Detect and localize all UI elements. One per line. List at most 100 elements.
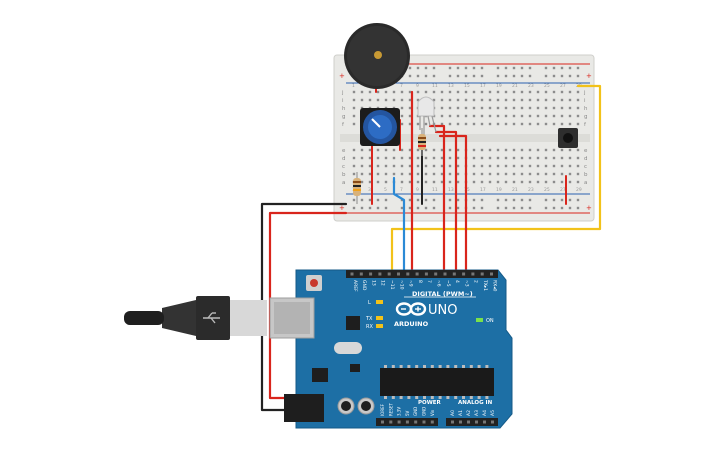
header-pin[interactable] bbox=[397, 272, 400, 276]
rail-hole[interactable] bbox=[504, 74, 508, 78]
rail-hole[interactable] bbox=[400, 206, 404, 210]
breadboard-hole[interactable] bbox=[496, 180, 500, 184]
breadboard-hole[interactable] bbox=[424, 172, 428, 176]
breadboard-hole[interactable] bbox=[432, 172, 436, 176]
rail-hole[interactable] bbox=[544, 66, 548, 70]
rail-hole[interactable] bbox=[448, 74, 452, 78]
breadboard-hole[interactable] bbox=[408, 156, 412, 160]
breadboard-hole[interactable] bbox=[520, 148, 524, 152]
breadboard-hole[interactable] bbox=[528, 106, 532, 110]
breadboard-hole[interactable] bbox=[448, 106, 452, 110]
rail-hole[interactable] bbox=[552, 66, 556, 70]
breadboard-hole[interactable] bbox=[528, 172, 532, 176]
breadboard-hole[interactable] bbox=[384, 98, 388, 102]
rail-hole[interactable] bbox=[360, 206, 364, 210]
rail-hole[interactable] bbox=[512, 66, 516, 70]
rail-hole[interactable] bbox=[496, 66, 500, 70]
breadboard-hole[interactable] bbox=[448, 148, 452, 152]
rail-hole[interactable] bbox=[408, 74, 412, 78]
wire-red-led-g[interactable] bbox=[434, 130, 458, 274]
breadboard-hole[interactable] bbox=[576, 172, 580, 176]
breadboard-hole[interactable] bbox=[496, 98, 500, 102]
analog-pin[interactable] bbox=[459, 420, 462, 424]
breadboard-hole[interactable] bbox=[456, 98, 460, 102]
breadboard-hole[interactable] bbox=[488, 172, 492, 176]
rail-hole[interactable] bbox=[496, 74, 500, 78]
breadboard-hole[interactable] bbox=[384, 172, 388, 176]
breadboard-hole[interactable] bbox=[416, 180, 420, 184]
breadboard-hole[interactable] bbox=[424, 122, 428, 126]
breadboard-hole[interactable] bbox=[440, 98, 444, 102]
breadboard-hole[interactable] bbox=[504, 122, 508, 126]
breadboard-hole[interactable] bbox=[552, 156, 556, 160]
breadboard-hole[interactable] bbox=[520, 122, 524, 126]
breadboard-hole[interactable] bbox=[448, 122, 452, 126]
breadboard-hole[interactable] bbox=[480, 148, 484, 152]
breadboard-hole[interactable] bbox=[472, 106, 476, 110]
breadboard-hole[interactable] bbox=[432, 164, 436, 168]
header-pin[interactable] bbox=[443, 272, 447, 276]
breadboard-hole[interactable] bbox=[496, 148, 500, 152]
breadboard-hole[interactable] bbox=[512, 106, 516, 110]
rail-hole[interactable] bbox=[560, 66, 564, 70]
breadboard-hole[interactable] bbox=[552, 180, 556, 184]
breadboard-hole[interactable] bbox=[440, 172, 444, 176]
breadboard-hole[interactable] bbox=[496, 164, 500, 168]
breadboard-hole[interactable] bbox=[448, 180, 452, 184]
breadboard-hole[interactable] bbox=[376, 98, 380, 102]
breadboard-hole[interactable] bbox=[512, 156, 516, 160]
breadboard-hole[interactable] bbox=[408, 172, 412, 176]
breadboard-hole[interactable] bbox=[488, 98, 492, 102]
breadboard-hole[interactable] bbox=[512, 98, 516, 102]
rail-hole[interactable] bbox=[384, 198, 388, 202]
rail-hole[interactable] bbox=[432, 66, 436, 70]
rail-hole[interactable] bbox=[424, 74, 428, 78]
breadboard-hole[interactable] bbox=[576, 90, 580, 94]
breadboard-hole[interactable] bbox=[400, 180, 404, 184]
rail-hole[interactable] bbox=[528, 198, 532, 202]
rail-hole[interactable] bbox=[504, 66, 508, 70]
breadboard-hole[interactable] bbox=[472, 114, 476, 118]
rail-hole[interactable] bbox=[408, 198, 412, 202]
wire-yellow-button[interactable] bbox=[390, 84, 602, 274]
breadboard-hole[interactable] bbox=[416, 164, 420, 168]
breadboard-hole[interactable] bbox=[400, 148, 404, 152]
breadboard-hole[interactable] bbox=[488, 164, 492, 168]
breadboard-hole[interactable] bbox=[400, 172, 404, 176]
rail-hole[interactable] bbox=[568, 66, 572, 70]
breadboard-hole[interactable] bbox=[432, 148, 436, 152]
breadboard-hole[interactable] bbox=[536, 106, 540, 110]
breadboard-hole[interactable] bbox=[368, 164, 372, 168]
breadboard-hole[interactable] bbox=[560, 156, 564, 160]
breadboard-hole[interactable] bbox=[432, 98, 436, 102]
breadboard-hole[interactable] bbox=[424, 156, 428, 160]
breadboard-hole[interactable] bbox=[400, 156, 404, 160]
breadboard-hole[interactable] bbox=[392, 164, 396, 168]
breadboard-hole[interactable] bbox=[480, 106, 484, 110]
breadboard-hole[interactable] bbox=[408, 106, 412, 110]
header-pin[interactable] bbox=[471, 272, 475, 276]
breadboard-hole[interactable] bbox=[376, 156, 380, 160]
breadboard-hole[interactable] bbox=[504, 114, 508, 118]
breadboard-hole[interactable] bbox=[544, 180, 548, 184]
breadboard-hole[interactable] bbox=[408, 98, 412, 102]
breadboard-hole[interactable] bbox=[360, 148, 364, 152]
breadboard-hole[interactable] bbox=[560, 180, 564, 184]
header-pin[interactable] bbox=[387, 272, 391, 276]
breadboard-hole[interactable] bbox=[536, 156, 540, 160]
reset-button-cap[interactable] bbox=[310, 279, 318, 287]
rail-hole[interactable] bbox=[520, 198, 524, 202]
breadboard-hole[interactable] bbox=[504, 98, 508, 102]
breadboard-hole[interactable] bbox=[528, 114, 532, 118]
breadboard-hole[interactable] bbox=[352, 90, 356, 94]
breadboard-hole[interactable] bbox=[512, 90, 516, 94]
breadboard-hole[interactable] bbox=[440, 164, 444, 168]
breadboard-hole[interactable] bbox=[512, 114, 516, 118]
breadboard-hole[interactable] bbox=[376, 164, 380, 168]
breadboard-hole[interactable] bbox=[456, 180, 460, 184]
breadboard-hole[interactable] bbox=[552, 90, 556, 94]
breadboard-hole[interactable] bbox=[552, 172, 556, 176]
breadboard-hole[interactable] bbox=[568, 156, 572, 160]
rail-hole[interactable] bbox=[408, 206, 412, 210]
rail-hole[interactable] bbox=[432, 74, 436, 78]
